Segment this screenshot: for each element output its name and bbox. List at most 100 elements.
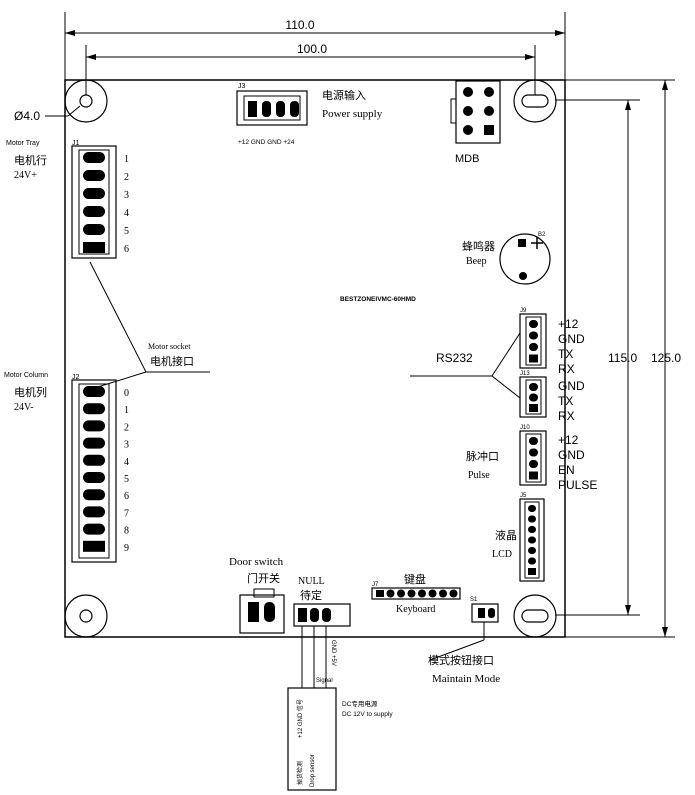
door-label-cn: 门开关 xyxy=(247,571,280,585)
hole-diameter-label: Ø4.0 xyxy=(14,109,40,123)
j5-pin xyxy=(528,568,536,575)
maintain-ref: S1 xyxy=(470,597,478,603)
keyboard-label-en: Keyboard xyxy=(396,604,435,615)
dimension-125: 125.0 xyxy=(565,79,681,638)
dim-115-label: 115.0 xyxy=(608,351,637,365)
j9-pin xyxy=(529,343,538,351)
j2-pin-number-label: 9 xyxy=(124,543,129,554)
j5-pin xyxy=(528,557,536,565)
j2-pin xyxy=(83,472,105,483)
motor-socket-label-cn: 电机接口 xyxy=(150,354,194,368)
j1-pin-number-label: 2 xyxy=(124,172,129,183)
j1-pin-number-label: 4 xyxy=(124,208,129,219)
j2-pin xyxy=(83,386,105,397)
j1-pin-number-label: 3 xyxy=(124,190,129,201)
j2-pin-number-label: 8 xyxy=(124,526,129,537)
drop-sensor-pins: +12 GND 信号 xyxy=(296,699,304,738)
drop-sensor-label-en: Drop sensor xyxy=(310,754,316,787)
j9-signal-label: GND xyxy=(558,332,585,346)
j2-pin-number-label: 3 xyxy=(124,440,129,451)
dimension-110: 110.0 xyxy=(64,12,566,80)
connector-j3-power: J3 +12 GND GND +24 电源输入 Power supply xyxy=(236,83,383,146)
j2-pin-number-label: 6 xyxy=(124,491,129,502)
connector-s1-maintain: S1 模式按钮接口 Maintain Mode xyxy=(428,597,500,685)
j10-pin xyxy=(529,471,538,480)
pulse-signal-label: PULSE xyxy=(558,478,597,492)
j3-label-cn: 电源输入 xyxy=(322,88,366,102)
j1-pin xyxy=(83,188,105,199)
j2-pin xyxy=(83,540,105,552)
connector-null: NULL 待定 GND +5V Signal xyxy=(293,576,351,688)
j13-pin xyxy=(529,383,538,391)
j2-pin xyxy=(83,403,105,415)
j2-pin-number-label: 0 xyxy=(124,388,129,399)
lcd-label-en: LCD xyxy=(492,549,512,560)
j1-voltage: 24V+ xyxy=(14,170,37,181)
j10-pin xyxy=(529,460,538,468)
j1-pin xyxy=(83,242,105,253)
connector-j7-keyboard: J7 键盘 Keyboard xyxy=(371,572,461,615)
motor-socket-callout: Motor socket 电机接口 xyxy=(87,261,210,391)
j7-pin xyxy=(386,589,395,598)
j2-pin xyxy=(83,489,105,501)
j9-signal-label: TX xyxy=(558,347,573,361)
rs232-label: RS232 xyxy=(436,351,473,365)
dimension-100: 100.0 xyxy=(85,42,536,95)
dim-100-label: 100.0 xyxy=(297,42,327,56)
keyboard-label-cn: 键盘 xyxy=(404,572,426,586)
connector-door-switch: Door switch 门开关 xyxy=(229,556,285,634)
j3-pins: +12 GND GND +24 xyxy=(238,139,295,146)
lcd-ref: J5 xyxy=(520,493,527,499)
j7-pin xyxy=(418,589,426,598)
j1-pin xyxy=(83,152,105,163)
j5-pin xyxy=(528,547,536,554)
j1-pin xyxy=(83,170,105,181)
j1-label-cn: 电机行 xyxy=(14,153,47,167)
dimension-115: 115.0 xyxy=(555,99,640,616)
drop-sensor-note-cn: DC专用电源 xyxy=(342,699,378,708)
j2-pin-number-label: 4 xyxy=(124,457,129,468)
board-outline xyxy=(64,79,566,638)
j13-pin xyxy=(529,404,538,412)
door-label-en: Door switch xyxy=(229,556,284,568)
j7-pin xyxy=(397,589,405,598)
j7-pin xyxy=(449,589,458,598)
j2-ref: J2 xyxy=(72,374,80,381)
j2-label-cn: 电机列 xyxy=(14,385,47,399)
null-label-en: NULL xyxy=(298,576,325,587)
mount-hole-bottom-right xyxy=(513,594,557,638)
maintain-label-cn: 模式按钮接口 xyxy=(428,653,494,667)
beeper-ref: B2 xyxy=(538,232,546,238)
mount-hole-top-left xyxy=(64,79,108,123)
j9-pin xyxy=(529,354,538,363)
j7-pin xyxy=(439,589,447,598)
j1-pin-number-label: 1 xyxy=(124,154,129,165)
j7-pin xyxy=(376,590,384,597)
j2-pin-number-label: 7 xyxy=(124,508,129,519)
hole-diameter-callout: Ø4.0 xyxy=(14,105,81,123)
j9-ref: J9 xyxy=(520,308,527,314)
j7-pin xyxy=(428,589,437,598)
j7-pin xyxy=(407,589,416,598)
pulse-label-en: Pulse xyxy=(468,470,490,481)
j9-signal-label: RX xyxy=(558,362,575,376)
lcd-label-cn: 液晶 xyxy=(495,528,517,542)
pulse-label-cn: 脉冲口 xyxy=(466,449,499,463)
mdb-label: MDB xyxy=(455,153,479,165)
j2-pin xyxy=(83,506,105,518)
connector-j5-lcd: J5 液晶 LCD xyxy=(492,493,545,582)
j1-pin-number-label: 5 xyxy=(124,226,129,237)
pulse-ref: J10 xyxy=(520,425,530,431)
j2-label-en: Motor Column xyxy=(4,372,48,379)
drop-sensor: +12 GND 信号 掉货检测 Drop sensor DC专用电源 DC 12… xyxy=(287,687,393,791)
drop-sensor-label-cn: 掉货检测 xyxy=(296,761,304,785)
j10-pin xyxy=(529,437,538,445)
beeper-b2: B2 蜂鸣器 Beep xyxy=(462,232,551,285)
null-signal: Signal xyxy=(316,678,333,684)
j2-voltage: 24V- xyxy=(14,402,34,413)
